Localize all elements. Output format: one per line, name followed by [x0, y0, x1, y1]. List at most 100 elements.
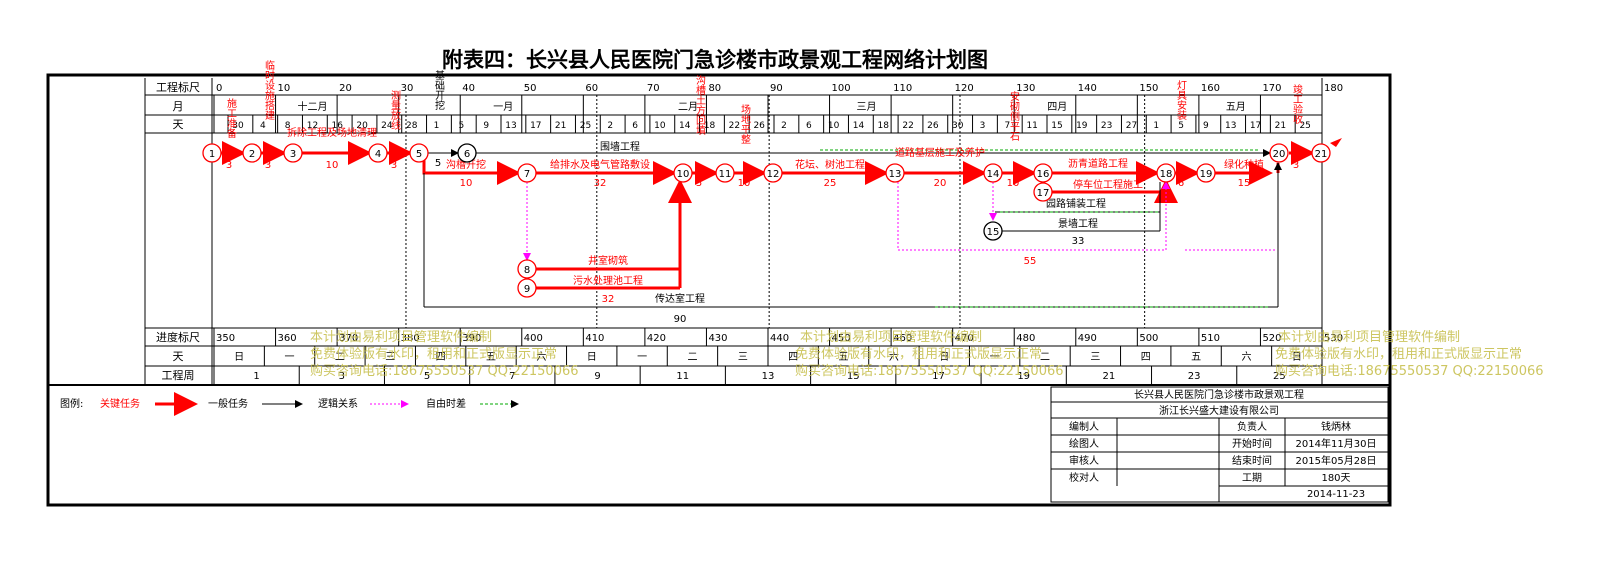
task-dur-t7: 32	[594, 178, 607, 189]
node-17	[1033, 182, 1053, 202]
day-label: 16	[332, 121, 344, 131]
task-label-t12: 花坛、树池工程	[795, 158, 865, 171]
task-dur-t11: 10	[738, 178, 751, 189]
node-4	[368, 143, 388, 163]
task-dur-t2: 3	[265, 160, 271, 171]
day-label: 22	[729, 121, 740, 131]
week-label: 23	[1188, 371, 1201, 382]
node-label: 12	[767, 169, 780, 180]
node-label: 5	[416, 149, 422, 160]
node-label: 18	[1160, 169, 1173, 180]
legend-float: 自由时差	[426, 397, 466, 410]
node-label: 9	[524, 284, 530, 295]
svg-text:免费体验版有水印，租用和正式版显示正常: 免费体验版有水印，租用和正式版显示正常	[795, 346, 1042, 362]
day-label: 13	[1225, 121, 1236, 131]
task-label-t6: 沟槽开挖	[446, 158, 486, 171]
day-label: 28	[406, 121, 418, 131]
day-label: 5	[458, 121, 464, 131]
task-dur-t4: 3	[391, 160, 397, 171]
progress-tick: 480	[1016, 333, 1035, 344]
day-label: 27	[1126, 121, 1137, 131]
weekday-label: 四	[436, 352, 446, 363]
task-label-t2: 临时设施搭建	[263, 59, 275, 120]
task-label-t1: 施工准备	[225, 97, 237, 139]
weekday-label: 二	[687, 352, 697, 363]
weekday-labels: 日一二三四五六日一二三四五六日一二三四五六日	[213, 346, 1302, 366]
day-label: 2	[781, 121, 787, 131]
day-label: 12	[307, 121, 318, 131]
progress-tick: 450	[832, 333, 851, 344]
node-5	[409, 143, 429, 163]
day-label: 25	[580, 121, 591, 131]
day-label: 13	[505, 121, 516, 131]
task-label-t3: 拆除工程及场地清理	[287, 126, 377, 139]
progress-tick: 360	[278, 333, 297, 344]
weekday-label: 日	[939, 352, 949, 363]
svg-text:本计划由易利项目管理软件编制: 本计划由易利项目管理软件编制	[310, 330, 492, 345]
day-row-label: 天	[173, 118, 184, 131]
scale-tick: 40	[462, 83, 475, 94]
info-start-label: 开始时间	[1232, 437, 1272, 450]
week-label: 17	[932, 371, 945, 382]
progress-row-label: 进度标尺	[156, 330, 200, 344]
node-1	[202, 143, 222, 163]
info-manager-label: 负责人	[1237, 420, 1267, 433]
info-date: 2014-11-23	[1307, 489, 1365, 500]
node-label: 1	[209, 149, 215, 160]
info-reviewer-label: 审核人	[1069, 454, 1099, 467]
weekday-label: 一	[285, 352, 295, 363]
day-label: 21	[1275, 121, 1286, 131]
progress-tick: 490	[1078, 333, 1097, 344]
progress-tick: 400	[524, 333, 543, 344]
task-label-t22: 传达室工程	[655, 292, 705, 305]
month-label: 四月	[1047, 101, 1067, 113]
weekday-row-label: 天	[173, 350, 184, 363]
weekday-label: 五	[1191, 352, 1201, 363]
day-label: 18	[878, 121, 890, 131]
weekday-label: 三	[385, 352, 395, 363]
info-manager: 钱炳林	[1321, 420, 1351, 433]
task-dur-t21: 3	[1293, 160, 1299, 171]
info-table: 长兴县人民医院门急诊楼市政景观工程 浙江长兴盛大建设有限公司 编制人 负责人 钱…	[1050, 386, 1389, 503]
week-label: 21	[1103, 371, 1116, 382]
month-label: 二月	[678, 101, 698, 113]
task-dur-t14: 10	[1007, 178, 1020, 189]
task-label-t10: 沟槽土方回填	[694, 74, 706, 136]
legend-critical: 关键任务	[100, 397, 140, 410]
task-dur-t1: 3	[226, 160, 232, 171]
task-label-t5: 围墙工程	[600, 140, 640, 153]
node-14	[983, 163, 1003, 183]
scale-tick: 10	[278, 83, 291, 94]
node-18	[1156, 163, 1176, 183]
node-12	[763, 163, 783, 183]
progress-tick: 460	[893, 333, 912, 344]
progress-tick: 440	[770, 333, 789, 344]
day-label: 26	[753, 121, 765, 131]
day-label: 14	[679, 121, 691, 131]
task-dur-t19: 6	[1178, 178, 1184, 189]
task-label-t5b: 基础开挖	[433, 69, 445, 110]
node-10	[673, 163, 693, 183]
node-13	[885, 163, 905, 183]
day-label: 1	[434, 121, 440, 131]
legend-normal: 一般任务	[208, 397, 248, 410]
network-graph: 施工准备 3 临时设施搭建 3 拆除工程及场地清理 10 测量放线 3 沟槽开挖…	[202, 59, 1342, 325]
day-label: 1	[1153, 121, 1159, 131]
weekday-label: 三	[1090, 352, 1100, 363]
week-label: 9	[594, 371, 600, 382]
info-drawer-label: 绘图人	[1069, 437, 1099, 450]
node-label: 16	[1037, 169, 1050, 180]
svg-text:购买咨询电话:18675550537 QQ:22150066: 购买咨询电话:18675550537 QQ:22150066	[310, 363, 579, 379]
legend-logic: 逻辑关系	[318, 397, 358, 410]
task-dur-t22: 90	[674, 314, 687, 325]
day-label: 9	[1203, 121, 1209, 131]
weekday-label: 二	[335, 352, 345, 363]
scale-tick: 0	[216, 83, 222, 94]
scale-tick: 90	[770, 83, 783, 94]
month-label: 一月	[493, 101, 513, 113]
month-row-label: 月	[173, 100, 184, 113]
node-label: 7	[524, 169, 530, 180]
info-duration-label: 工期	[1242, 472, 1262, 484]
